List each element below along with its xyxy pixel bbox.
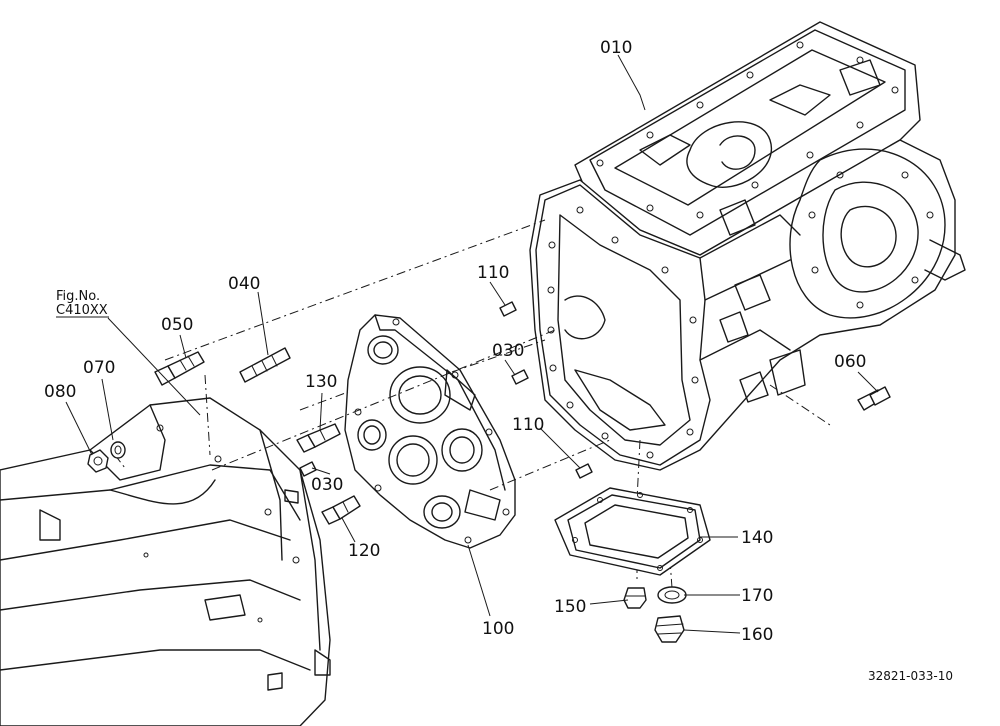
pin-110-lower [575,463,593,479]
washer-070 [110,441,126,459]
pin-030-upper [511,369,529,385]
stud-bolt-040 [239,347,291,383]
callout-110-lower: 110 [512,415,544,435]
callout-labels: 010 040 050 070 080 110 030 130 030 120 … [44,38,866,645]
transmission-case-010 [529,21,966,471]
callout-120: 120 [348,541,380,561]
cover-plate-100 [344,314,516,549]
callout-060: 060 [834,352,866,372]
figure-info: Fig.No. C410XX 32821-033-10 [56,289,953,683]
callout-010: 010 [600,38,632,58]
callout-110-upper: 110 [477,263,509,283]
callout-040: 040 [228,274,260,294]
callout-070: 070 [83,358,115,378]
bolt-130 [296,423,341,453]
leader-lines [56,54,879,634]
small-parts [87,301,891,643]
alignment-lines [114,219,831,589]
washer-170 [657,586,687,604]
fig-no-label: Fig.No. [56,289,100,304]
plug-160 [654,615,685,643]
callout-030-lower: 030 [311,475,343,495]
fig-no-value: C410XX [56,303,108,318]
nut-080 [87,449,109,473]
callout-100: 100 [482,619,514,639]
callout-130: 130 [305,372,337,392]
callout-140: 140 [741,528,773,548]
callout-080: 080 [44,382,76,402]
bolt-120 [321,495,361,525]
pin-030-lower [299,461,317,477]
callout-160: 160 [741,625,773,645]
plug-150 [623,587,647,609]
bolt-050 [154,351,205,386]
callout-050: 050 [161,315,193,335]
document-code: 32821-033-10 [868,669,953,683]
callout-030-upper: 030 [492,341,524,361]
callout-170: 170 [741,586,773,606]
pin-110-upper [499,301,517,317]
callout-150: 150 [554,597,586,617]
oil-pan-cover-140 [554,487,711,576]
rear-housing [0,397,331,726]
plug-060 [857,386,891,411]
